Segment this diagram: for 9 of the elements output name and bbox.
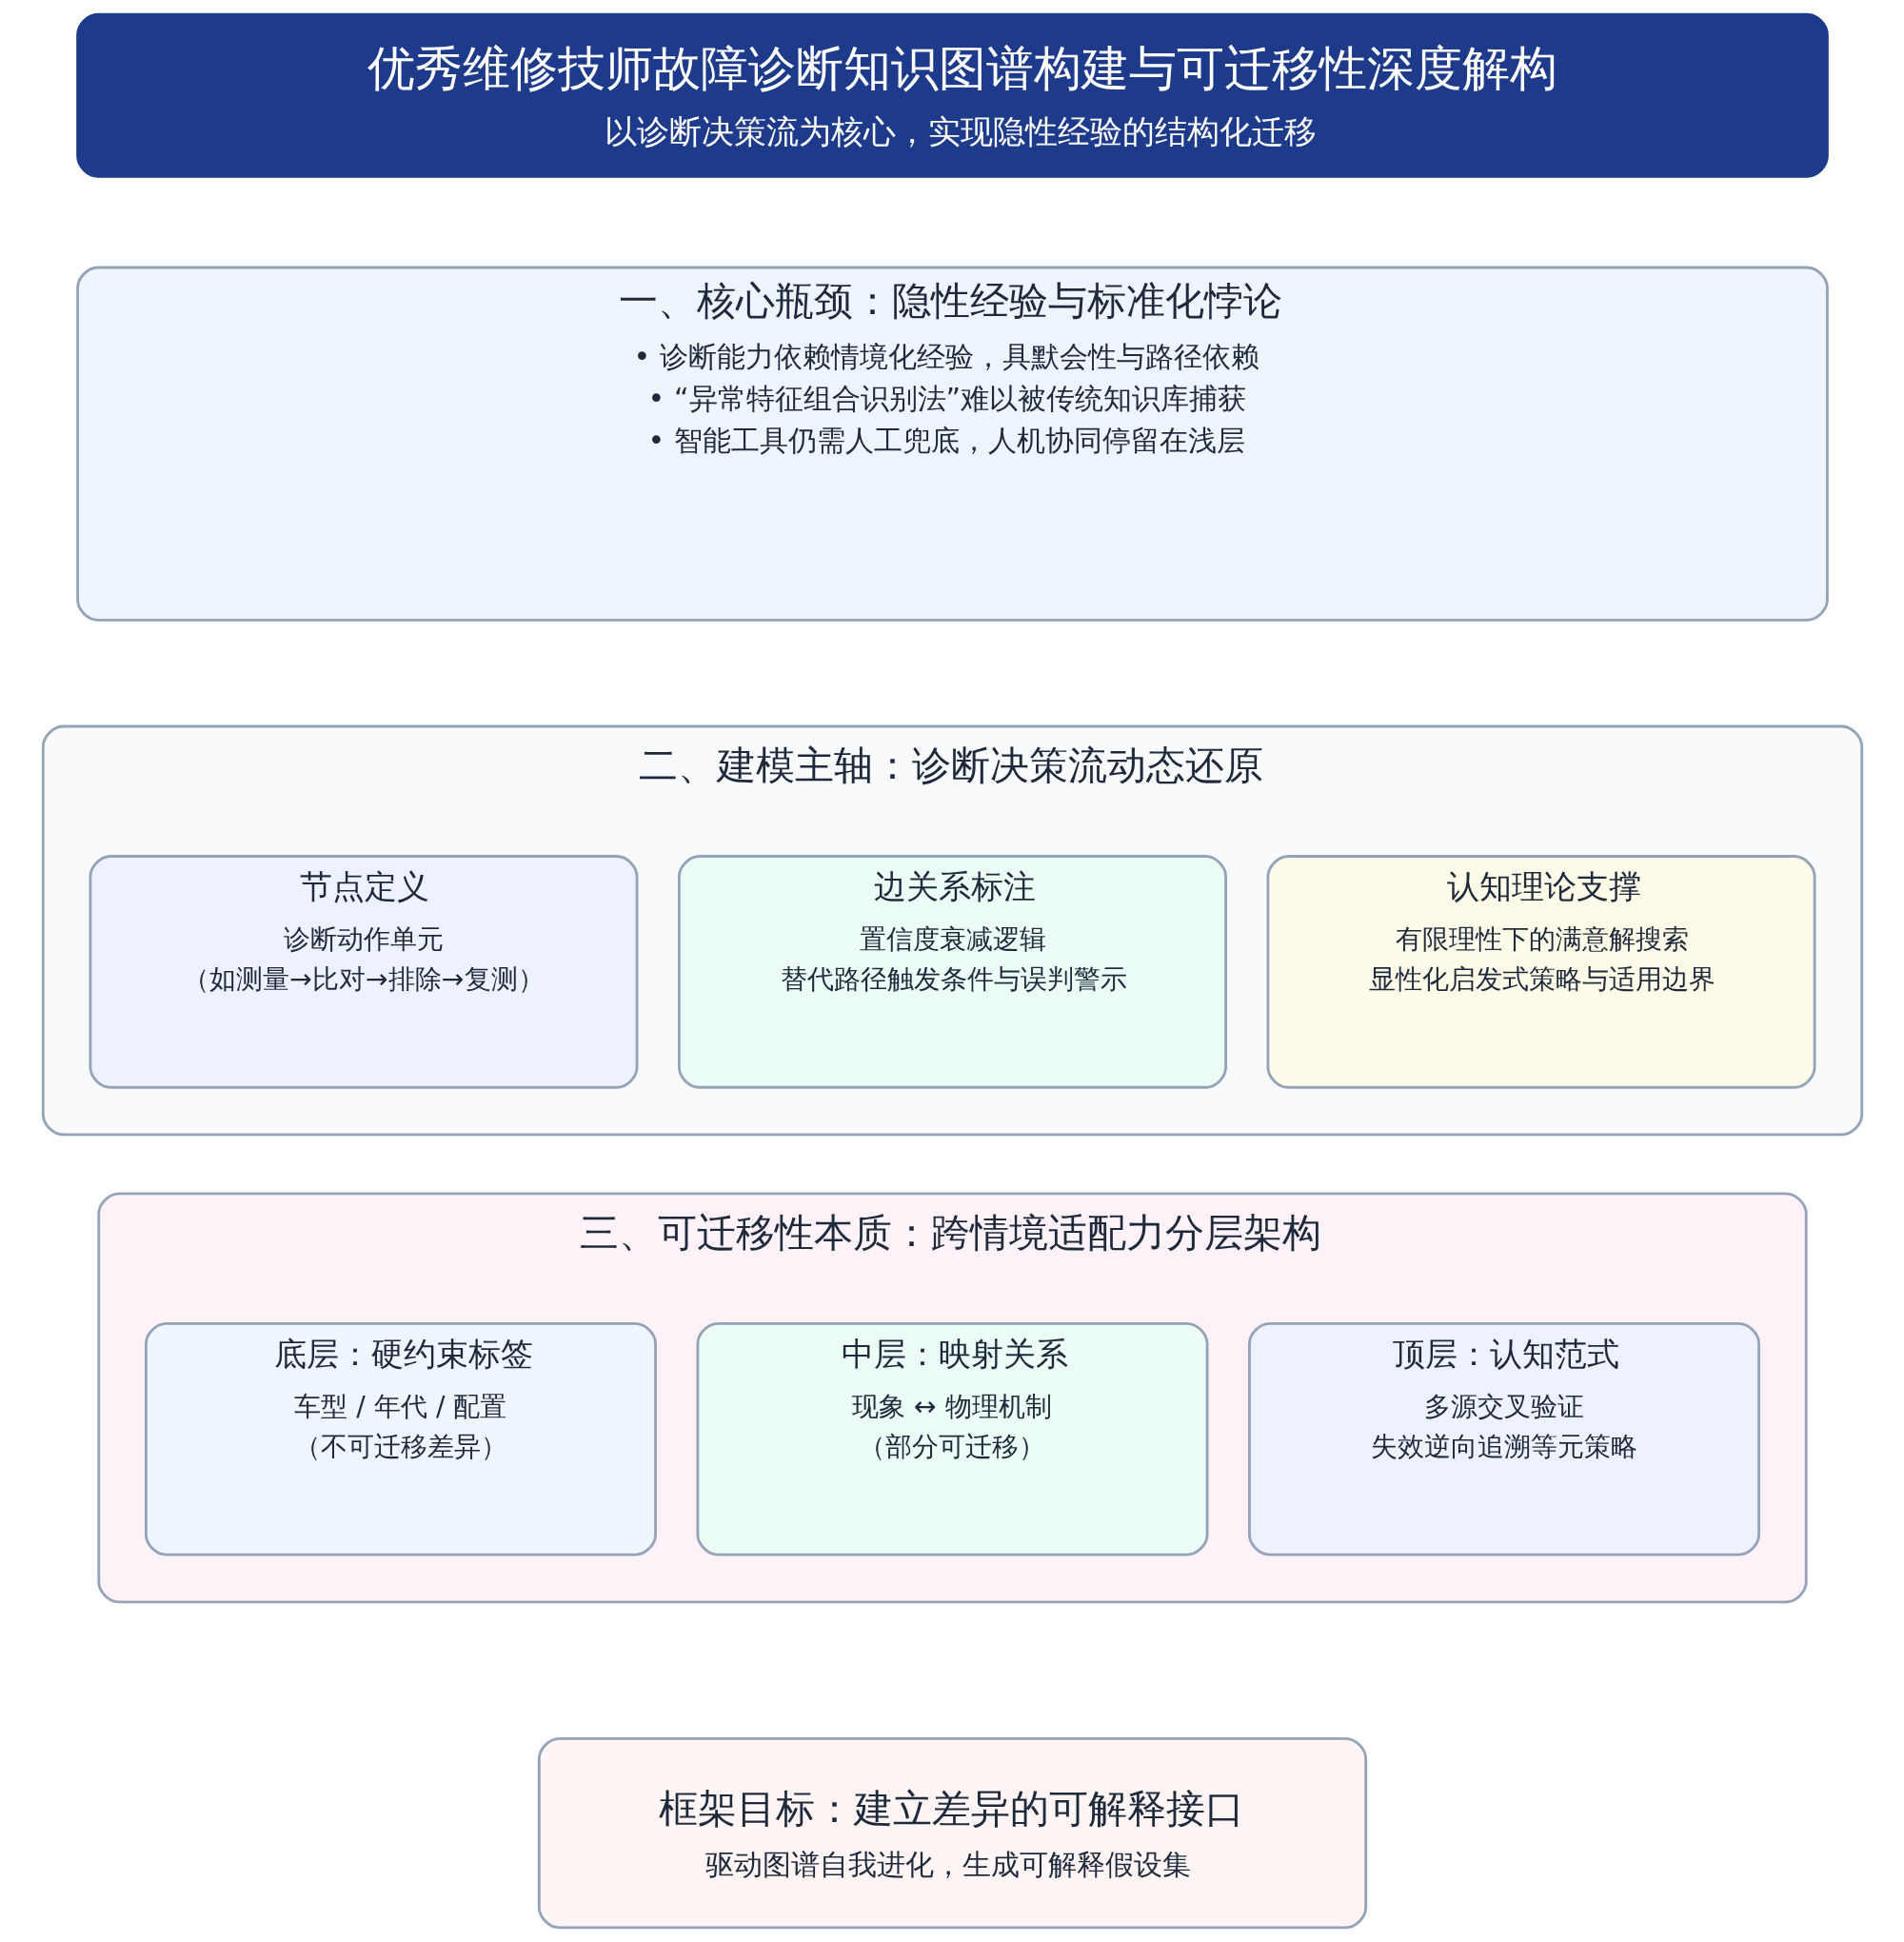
node-box: 边关系标注 置信度衰减逻辑 替代路径触发条件与误判警示 bbox=[677, 855, 1227, 1089]
node-box: 优秀维修技师故障诊断知识图谱构建与可迁移性深度解构 以诊断决策流为核心，实现隐性经验的结构化迁移 bbox=[75, 12, 1829, 178]
node-box: 节点定义 诊断动作单元 （如测量→比对→排除→复测） bbox=[88, 855, 638, 1089]
node-box: 认知理论支撑 有限理性下的满意解搜索 显性化启发式策略与适用边界 bbox=[1266, 855, 1816, 1089]
node-box: 框架目标：建立差异的可解释接口 驱动图谱自我进化，生成可解释假设集 bbox=[537, 1736, 1367, 1930]
node-box: 一、核心瓶颈：隐性经验与标准化悖论 • 诊断能力依赖情境化经验，具默会性与路径依赖 • “异常特征组合识别法”难以被传统知识库捕获 • 智能工具仍需人工兜底，人机协同停留在浅层 bbox=[75, 266, 1829, 622]
node-box: 顶层：认知范式 多源交叉验证 失效逆向追溯等元策略 bbox=[1247, 1322, 1760, 1556]
node-box: 底层：硬约束标签 车型 / 年代 / 配置 （不可迁移差异） bbox=[144, 1322, 657, 1556]
node-box: 中层：映射关系 现象 ↔ 物理机制 （部分可迁移） bbox=[695, 1322, 1209, 1556]
